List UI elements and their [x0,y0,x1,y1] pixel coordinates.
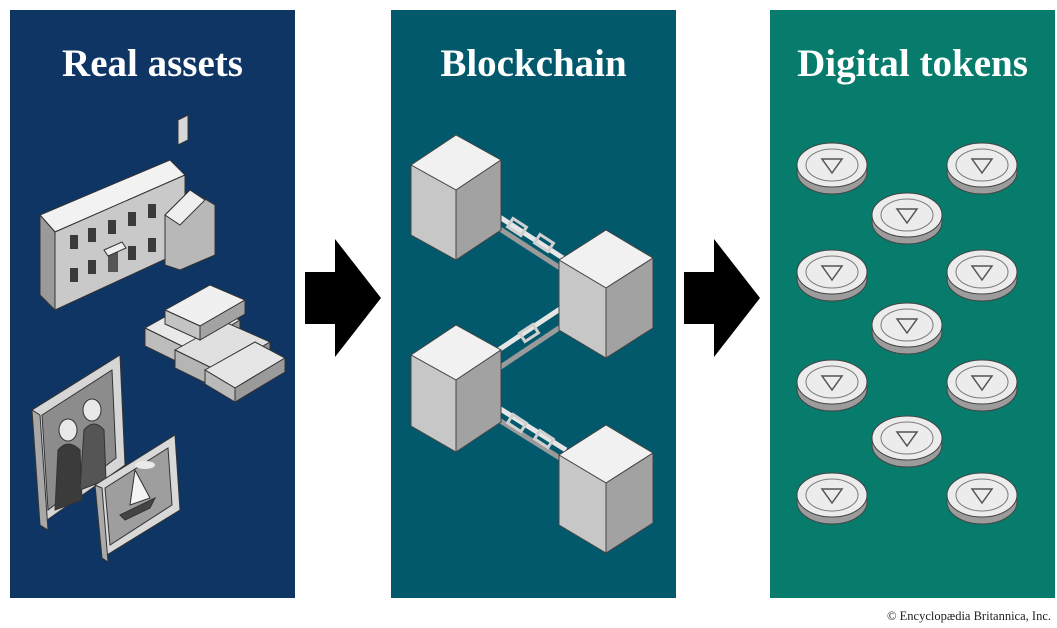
token-coin-icon [946,249,1018,302]
token-coin-icon [796,472,868,525]
token-coin-icon [796,142,868,195]
portrait-painting-icon [31,354,126,531]
sailboat-painting-icon [94,434,181,563]
token-coin-icon [946,359,1018,412]
token-coin-icon [946,472,1018,525]
blockchain-panel: Blockchain [391,10,676,598]
block-icon [410,134,502,261]
house-icon [39,114,216,312]
token-coin-icon [796,249,868,302]
token-coin-icon [871,302,943,355]
digital-tokens-title: Digital tokens [797,42,1028,85]
token-coin-icon [796,359,868,412]
real-assets-illustration [31,114,287,563]
blockchain-title: Blockchain [440,42,627,85]
real-assets-panel: Real assets [10,10,295,598]
block-icon [410,324,502,453]
real-assets-title: Real assets [62,42,243,85]
token-coin-icon [946,142,1018,195]
right-arrow-icon [305,239,381,357]
blockchain-illustration [410,134,654,554]
token-coin-icon [871,192,943,245]
right-arrow-icon [684,239,760,357]
copyright-credit: © Encyclopædia Britannica, Inc. [887,609,1051,623]
digital-tokens-illustration [796,142,1018,525]
gold-bars-icon [143,284,287,403]
token-coin-icon [871,415,943,468]
block-icon [558,229,654,359]
block-icon [558,424,654,554]
digital-tokens-panel: Digital tokens [770,10,1055,598]
